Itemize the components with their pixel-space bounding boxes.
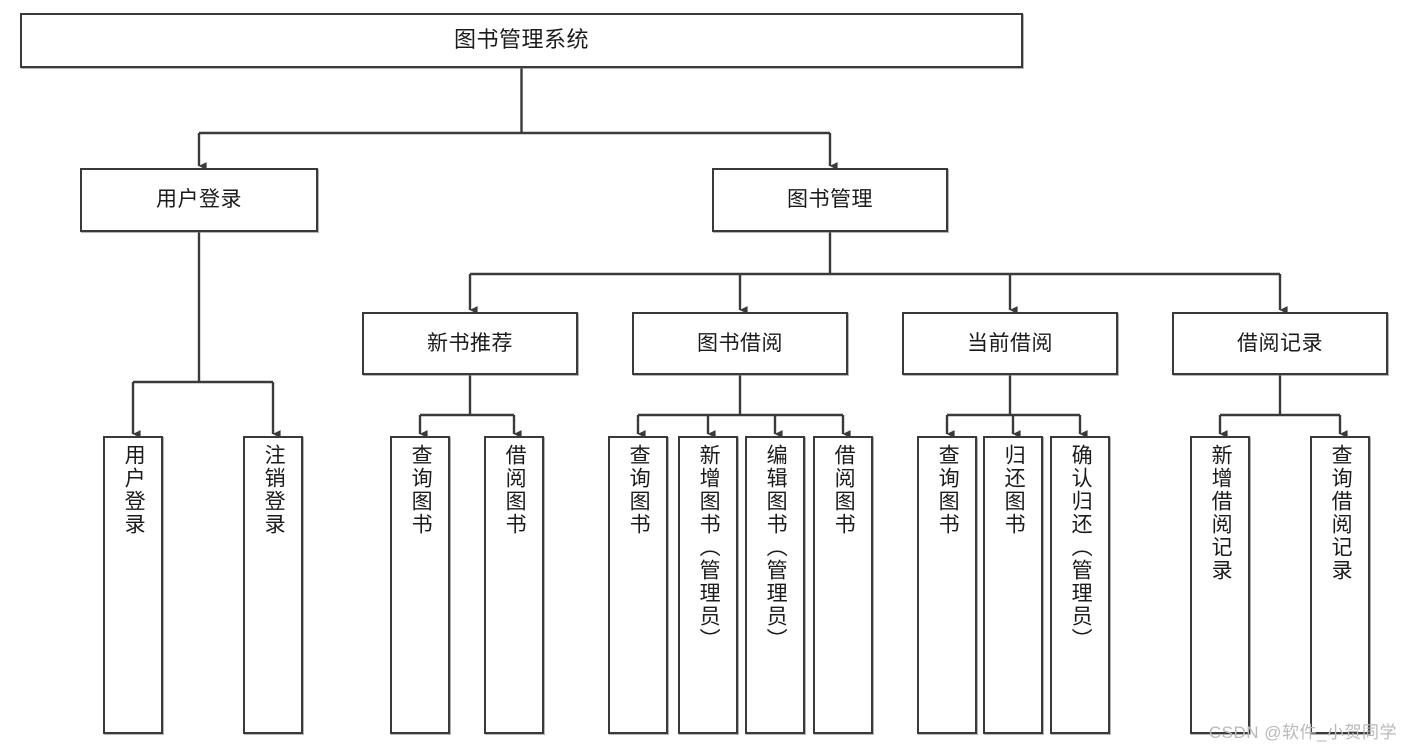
node-label: 查询图书	[409, 444, 433, 536]
node-label: 查询借阅记录	[1329, 444, 1353, 582]
node-leaf-borrow-query[interactable]: 查询图书	[608, 436, 668, 734]
node-label: 借阅图书	[503, 444, 527, 536]
node-current-borrow[interactable]: 当前借阅	[902, 312, 1118, 375]
node-label: 新增图书（管理员）	[697, 444, 721, 651]
node-label: 借阅图书	[832, 444, 856, 536]
node-label: 当前借阅	[967, 331, 1053, 355]
node-label: 新书推荐	[427, 331, 513, 355]
node-label: 编辑图书（管理员）	[764, 444, 788, 651]
node-book-borrow[interactable]: 图书借阅	[632, 312, 848, 375]
node-leaf-rec-add[interactable]: 新增借阅记录	[1190, 436, 1250, 734]
node-book-manage[interactable]: 图书管理	[712, 168, 948, 232]
watermark: CSDN @软件_小贺同学	[1208, 723, 1397, 742]
node-leaf-cur-confirm[interactable]: 确认归还（管理员）	[1050, 436, 1110, 734]
node-leaf-cur-query[interactable]: 查询图书	[917, 436, 977, 734]
node-leaf-user-logout[interactable]: 注销登录	[243, 436, 303, 734]
node-label: 查询图书	[627, 444, 651, 536]
node-label: 用户登录	[122, 444, 146, 536]
node-leaf-rec-search[interactable]: 查询借阅记录	[1310, 436, 1370, 734]
node-leaf-cur-return[interactable]: 归还图书	[983, 436, 1043, 734]
node-new-book-rec[interactable]: 新书推荐	[362, 312, 578, 375]
node-label: 新增借阅记录	[1209, 444, 1233, 582]
node-label: 借阅记录	[1237, 331, 1323, 355]
node-leaf-rec-borrow[interactable]: 借阅图书	[484, 436, 544, 734]
node-label: 图书借阅	[697, 331, 783, 355]
node-leaf-rec-query[interactable]: 查询图书	[390, 436, 450, 734]
node-label: 图书管理系统	[453, 27, 589, 53]
node-label: 用户登录	[156, 188, 242, 212]
node-label: 图书管理	[787, 188, 873, 212]
node-label: 注销登录	[262, 444, 286, 536]
node-user-login[interactable]: 用户登录	[80, 168, 318, 232]
node-label: 确认归还（管理员）	[1069, 444, 1093, 651]
node-borrow-record[interactable]: 借阅记录	[1172, 312, 1388, 375]
node-root[interactable]: 图书管理系统	[20, 13, 1023, 68]
node-leaf-borrow-lend[interactable]: 借阅图书	[813, 436, 873, 734]
node-leaf-user-login[interactable]: 用户登录	[103, 436, 163, 734]
node-label: 归还图书	[1002, 444, 1026, 536]
node-label: 查询图书	[936, 444, 960, 536]
node-leaf-borrow-add[interactable]: 新增图书（管理员）	[678, 436, 738, 734]
node-leaf-borrow-edit[interactable]: 编辑图书（管理员）	[745, 436, 805, 734]
